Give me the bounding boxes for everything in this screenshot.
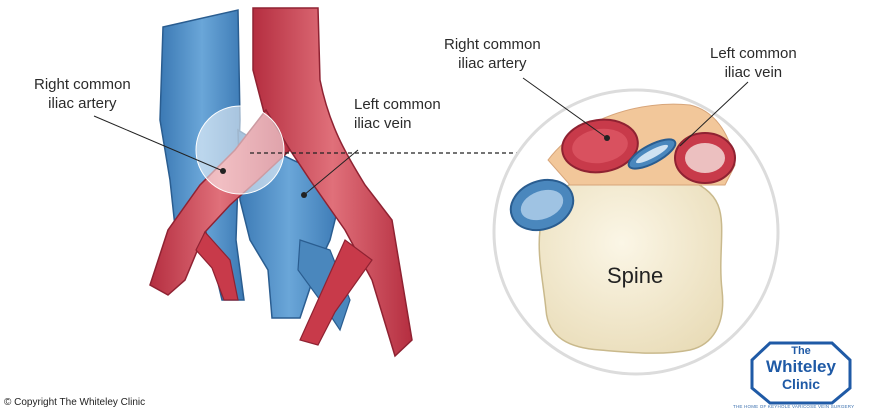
logo-tagline: THE HOME OF KEYHOLE VARICOSE VEIN SURGER… — [733, 404, 854, 409]
copyright-text: © Copyright The Whiteley Clinic — [4, 397, 145, 408]
label-right-common-iliac-artery-left: Right common iliac artery — [34, 75, 131, 113]
spine-label: Spine — [607, 263, 663, 289]
label-left-common-iliac-vein-left: Left common iliac vein — [354, 95, 441, 133]
label-left-common-iliac-vein-cs: Left common iliac vein — [710, 44, 797, 82]
cross-section — [494, 78, 778, 374]
logo-text-clinic: Clinic — [752, 376, 850, 392]
logo-text-the: The — [752, 345, 850, 357]
compression-highlight — [196, 106, 284, 194]
label-right-common-iliac-artery-cs: Right common iliac artery — [444, 35, 541, 73]
logo-text-whiteley: Whiteley — [752, 357, 850, 377]
vessel-illustration — [94, 8, 412, 356]
cs-left-artery-lumen — [685, 143, 725, 173]
